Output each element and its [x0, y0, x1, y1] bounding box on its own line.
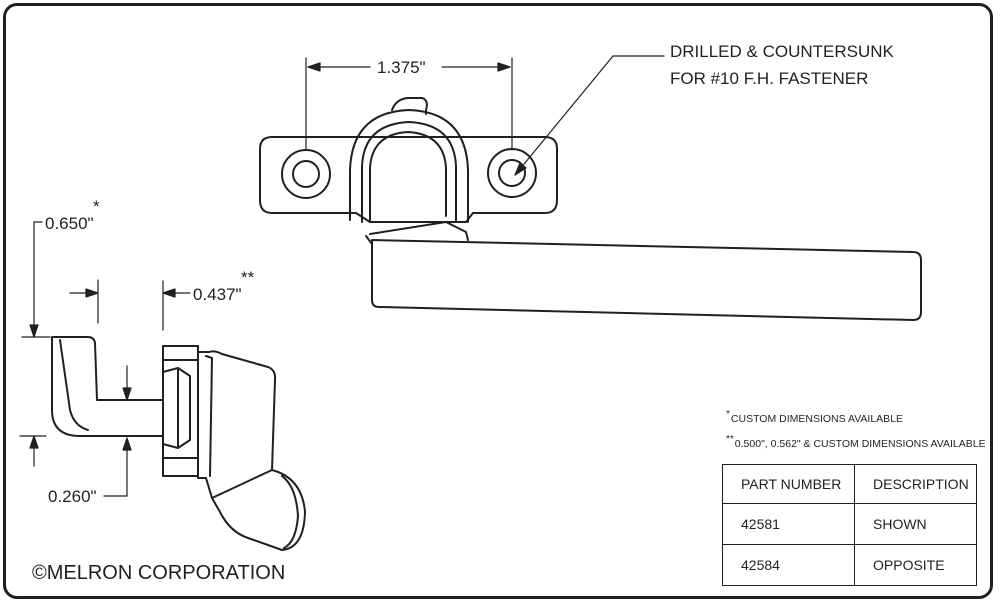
side-collar [162, 345, 199, 477]
custom-dimensions-note: *CUSTOM DIMENSIONS AVAILABLE [726, 409, 904, 425]
side-hook-inner [59, 339, 89, 431]
parts-table: PART NUMBER DESCRIPTION 42581 SHOWN 4258… [722, 464, 977, 586]
base-plate [259, 136, 558, 223]
part-number-header: PART NUMBER [722, 464, 855, 504]
hole-spacing-dimension [305, 57, 513, 151]
offset-options-note: **0.500", 0.562" & CUSTOM DIMENSIONS AVA… [726, 434, 986, 450]
right-fastener-hole [487, 148, 537, 198]
handle-neck-edge [365, 235, 373, 245]
handle-arm [371, 239, 922, 321]
offset-dimension [69, 279, 191, 331]
parts-table-header: PART NUMBER DESCRIPTION [722, 464, 977, 504]
thickness-label: 0.260" [48, 487, 97, 506]
height-mark: * [93, 197, 100, 216]
table-row: 42581 SHOWN [722, 503, 977, 545]
note2-text: 0.500", 0.562" & CUSTOM DIMENSIONS AVAIL… [734, 438, 986, 450]
description-cell: OPPOSITE [854, 544, 977, 586]
handle-neck [369, 221, 469, 241]
height-label: 0.650" [45, 214, 94, 233]
offset-label: 0.437" [193, 285, 242, 304]
part-number-cell: 42581 [722, 503, 855, 545]
hub-dome [349, 109, 469, 223]
description-header: DESCRIPTION [854, 464, 977, 504]
height-dimension [21, 221, 51, 338]
part-number-cell: 42584 [722, 544, 855, 586]
hub-boss [369, 131, 447, 223]
note1-mark: * [726, 409, 730, 420]
hole-spacing-label: 1.375" [377, 58, 426, 77]
side-body [197, 350, 306, 551]
handle-side-view [51, 336, 306, 551]
right-fastener-hole-inner [498, 159, 526, 187]
left-fastener-hole-inner [292, 160, 320, 188]
table-row: 42584 OPPOSITE [722, 544, 977, 586]
thickness-dimension [19, 365, 132, 497]
hub-ring [361, 121, 457, 223]
side-body-ridge [205, 355, 273, 499]
description-cell: SHOWN [854, 503, 977, 545]
side-hook [51, 336, 164, 437]
drawing-border [3, 3, 993, 599]
note1-text: CUSTOM DIMENSIONS AVAILABLE [730, 413, 904, 425]
note2-mark: ** [726, 434, 734, 445]
handle-top-view [259, 97, 922, 321]
top-tab [391, 97, 428, 115]
left-fastener-hole [281, 149, 331, 199]
callout-line-1: DRILLED & COUNTERSUNK [670, 42, 895, 61]
offset-mark: ** [241, 268, 255, 287]
fastener-callout-leader [514, 55, 665, 176]
callout-line-2: FOR #10 F.H. FASTENER [670, 69, 868, 88]
copyright-notice: ©MELRON CORPORATION [32, 562, 286, 584]
side-knob [281, 475, 299, 549]
side-collar-hex [162, 359, 199, 459]
